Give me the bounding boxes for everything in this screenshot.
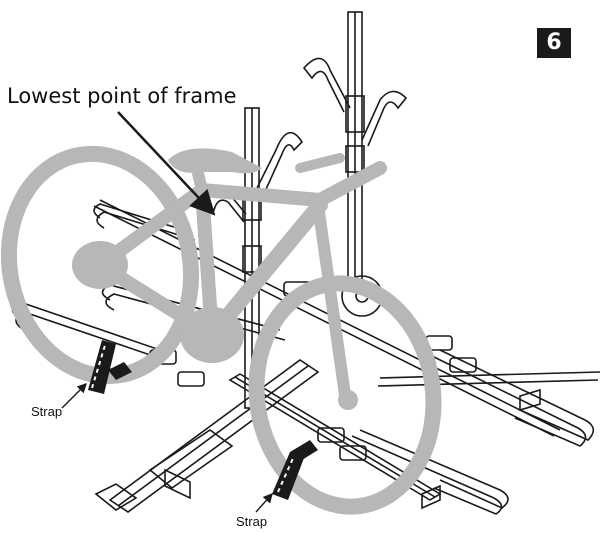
strap-left-graphic: [88, 340, 132, 394]
strap-left-label: Strap: [31, 404, 63, 419]
bottom-bracket: [180, 307, 244, 363]
bike-saddle: [168, 148, 262, 174]
front-hub: [338, 390, 358, 410]
step-number-badge: 6: [537, 28, 571, 58]
lowest-point-callout-label: Lowest point of frame: [7, 84, 237, 108]
rear-hub: [72, 241, 128, 289]
bicycle-solids: [72, 148, 358, 410]
strap-bottom-arrow: [255, 492, 273, 513]
strap-bottom-graphic: [272, 440, 318, 500]
strap-bottom-label: Strap: [236, 514, 268, 529]
frame-callout-arrow: [117, 111, 216, 216]
strap-left-arrow: [61, 383, 87, 409]
